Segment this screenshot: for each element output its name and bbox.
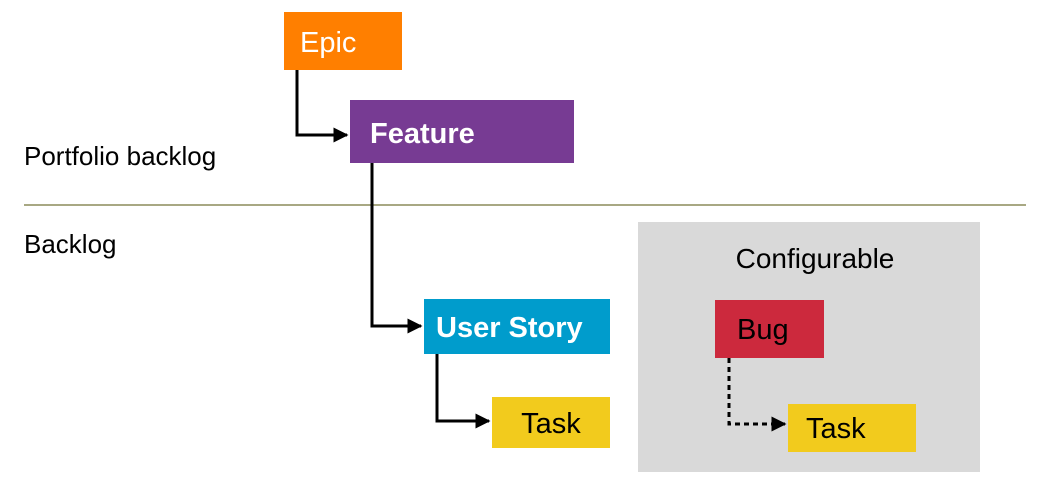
task-work-item: Task <box>492 397 610 448</box>
feature-label: Feature <box>370 118 475 150</box>
user-story-work-item: User Story <box>424 299 610 354</box>
configurable-title: Configurable <box>736 243 895 274</box>
task-label: Task <box>521 408 581 440</box>
epic-to-feature-connector <box>295 70 349 143</box>
user-story-to-task-connector <box>435 354 491 429</box>
bug-work-item: Bug <box>715 300 824 358</box>
bug-label: Bug <box>737 314 789 346</box>
backlog-label: Backlog <box>24 229 117 259</box>
configurable-task-work-item: Task <box>788 404 916 452</box>
user-story-label: User Story <box>436 312 583 344</box>
portfolio-backlog-label: Portfolio backlog <box>24 141 217 171</box>
configurable-task-label: Task <box>806 413 866 445</box>
feature-work-item: Feature <box>350 100 574 163</box>
epic-label: Epic <box>300 27 356 59</box>
bug-to-task-connector <box>727 358 787 432</box>
epic-work-item: Epic <box>284 12 402 70</box>
feature-to-user-story-connector <box>370 163 423 334</box>
